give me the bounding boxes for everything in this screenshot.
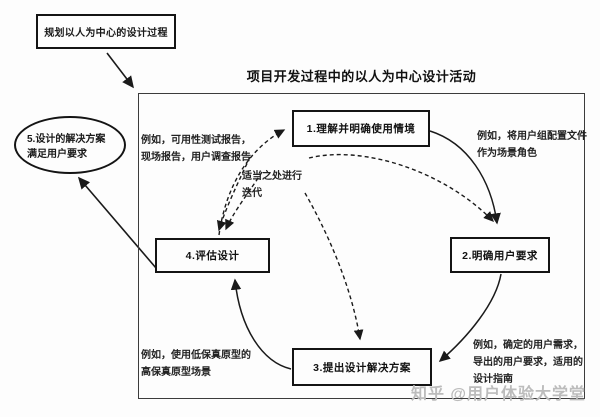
watermark: 知乎 @用户体验大学堂 (410, 386, 586, 403)
dashed-arrow-step4-to-step1 (218, 129, 286, 236)
step2-label: 2.明确用户要求 (462, 249, 538, 262)
step4-label: 4.评估设计 (185, 250, 240, 262)
plan-hcd-process-label: 规划以人为中心的设计过程 (44, 28, 168, 39)
dashed-arrow-to-step2 (308, 153, 494, 222)
arrow-step4-to-outcome (77, 176, 157, 269)
step3-label: 3.提出设计解决方案 (313, 361, 411, 374)
annotation-step2-examples: 例如，确定的用户需求，导出的用户要求，适用的设计指南 (473, 340, 583, 386)
annotation-step3-examples: 例如，使用低保真原型的高保真原型场景 (141, 350, 251, 379)
step1-label: 1.理解并明确使用情境 (306, 123, 416, 135)
dashed-arrow-into-step4-a (216, 156, 251, 232)
outcome-ellipse: 5.设计的解决方案满足用户要求 (14, 116, 126, 174)
annotation-iterate: 适当之处进行迭代 (242, 171, 302, 200)
plan-hcd-process-box: 规划以人为中心的设计过程 (36, 14, 176, 49)
dashed-arrow-to-step3 (304, 192, 364, 341)
arrow-step2-to-step3 (438, 273, 502, 362)
step1-box: 1.理解并明确使用情境 (292, 110, 430, 147)
step3-box: 3.提出设计解决方案 (292, 348, 432, 386)
arrow-plan-to-frame (106, 52, 134, 89)
arrow-step3-to-step4 (230, 278, 292, 370)
activities-frame (138, 93, 585, 399)
annotation-step4-examples: 例如，可用性测试报告，现场报告，用户调查报告 (141, 135, 251, 164)
arrow-step1-to-step2 (429, 130, 501, 225)
dashed-arrow-into-step4-b (225, 171, 263, 231)
outcome-label: 5.设计的解决方案满足用户要求 (27, 134, 106, 160)
step4-box: 4.评估设计 (155, 238, 270, 273)
annotation-step1-examples: 例如，将用户组配置文件作为场景角色 (477, 131, 587, 160)
step2-box: 2.明确用户要求 (450, 237, 550, 273)
diagram-title: 项目开发过程中的以人为中心设计活动 (246, 69, 477, 84)
